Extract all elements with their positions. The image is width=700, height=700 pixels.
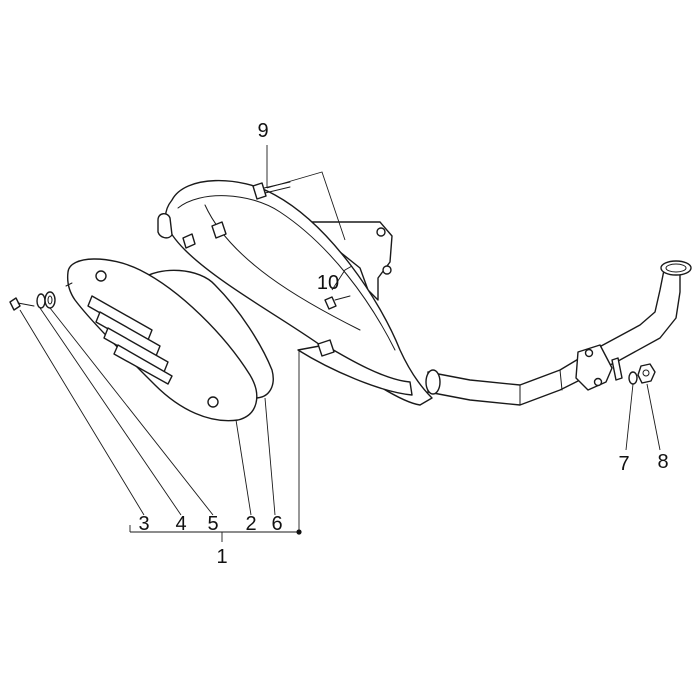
callout-1: 1: [216, 546, 227, 568]
callout-7: 7: [618, 453, 629, 475]
callout-8: 8: [657, 451, 668, 473]
grommet-part-5: [44, 291, 56, 309]
exhaust-flange: [575, 344, 623, 391]
washer-part-7: [628, 371, 638, 385]
callout-9: 9: [257, 120, 268, 142]
screw-part-10: [324, 295, 351, 310]
heat-shield-cover: [65, 258, 258, 422]
assembly-dot: [296, 529, 302, 535]
callout-2: 2: [245, 513, 256, 535]
nut-part-8: [637, 363, 656, 384]
washer-part-4: [36, 293, 46, 309]
screw-part-3: [9, 297, 35, 311]
callout-5: 5: [207, 513, 218, 535]
muffler-body: [157, 179, 433, 406]
callout-3: 3: [138, 513, 149, 535]
exhaust-pipe: [425, 260, 692, 406]
callout-10: 10: [317, 272, 339, 294]
callout-4: 4: [175, 513, 186, 535]
leader-lines: [19, 145, 661, 542]
callout-6: 6: [271, 513, 282, 535]
